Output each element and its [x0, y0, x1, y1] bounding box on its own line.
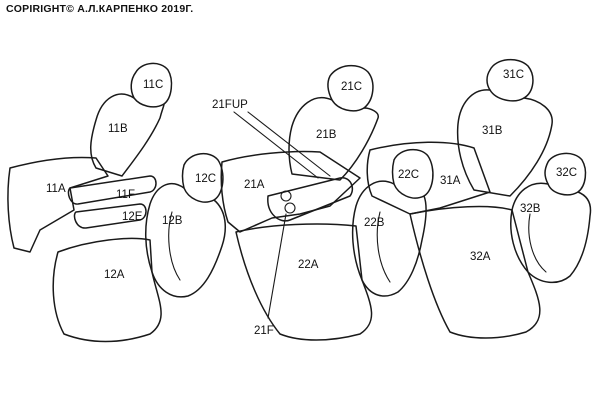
backrest-seam [528, 213, 547, 273]
label-12a: 12A [104, 269, 125, 281]
backrest-seam [168, 211, 181, 281]
part-21b-backrest [288, 97, 379, 181]
part-labels: 11C 11B 11A 11F 12E 12C 12B 12A 21FUP 21… [46, 69, 577, 337]
part-32b-backrest [510, 182, 592, 284]
leader-21fup [233, 111, 319, 179]
label-11a: 11A [46, 183, 66, 195]
armrest-knob [284, 202, 296, 214]
label-22a: 22A [298, 259, 319, 271]
label-32c: 32C [556, 167, 577, 179]
backrest-seam [376, 211, 391, 283]
label-21c: 21C [341, 81, 362, 93]
label-21fup: 21FUP [212, 99, 248, 111]
label-11f: 11F [116, 189, 135, 201]
part-11b-backrest [90, 93, 165, 177]
label-21a: 21A [244, 179, 265, 191]
leader-21f [267, 213, 287, 319]
part-21f-armrest [267, 177, 354, 222]
part-32a-cushion [409, 205, 541, 339]
part-12a-cushion [52, 237, 162, 343]
armrest-knob [280, 190, 292, 202]
copyright-notice: COPIRIGHT© А.Л.КАРПЕНКО 2019Г. [6, 3, 194, 15]
part-31a-cushion [366, 141, 491, 215]
seat-group-3 [366, 58, 592, 339]
label-32b: 32B [520, 203, 541, 215]
part-21a-cushion [220, 150, 361, 233]
part-22a-cushion [235, 223, 373, 341]
label-11c: 11C [143, 79, 163, 91]
part-31b-backrest [456, 89, 553, 197]
label-12b: 12B [162, 215, 183, 227]
label-22c: 22C [398, 169, 419, 181]
label-11b: 11B [108, 123, 128, 135]
label-21f: 21F [254, 325, 274, 337]
label-32a: 32A [470, 251, 491, 263]
part-12b-backrest [144, 183, 227, 298]
part-11f-armrest [67, 175, 157, 205]
part-12e-armrest [73, 203, 147, 229]
label-31b: 31B [482, 125, 503, 137]
part-11a-cushion [7, 156, 109, 253]
seat-group-2 [220, 64, 434, 341]
label-31a: 31A [440, 175, 461, 187]
part-22b-backrest [351, 180, 427, 297]
label-21b: 21B [316, 129, 337, 141]
label-12c: 12C [195, 173, 216, 185]
label-12e: 12E [122, 211, 143, 223]
seat-group-1 [7, 62, 227, 343]
label-31c: 31C [503, 69, 524, 81]
label-22b: 22B [364, 217, 385, 229]
leader-21fup [247, 111, 331, 177]
